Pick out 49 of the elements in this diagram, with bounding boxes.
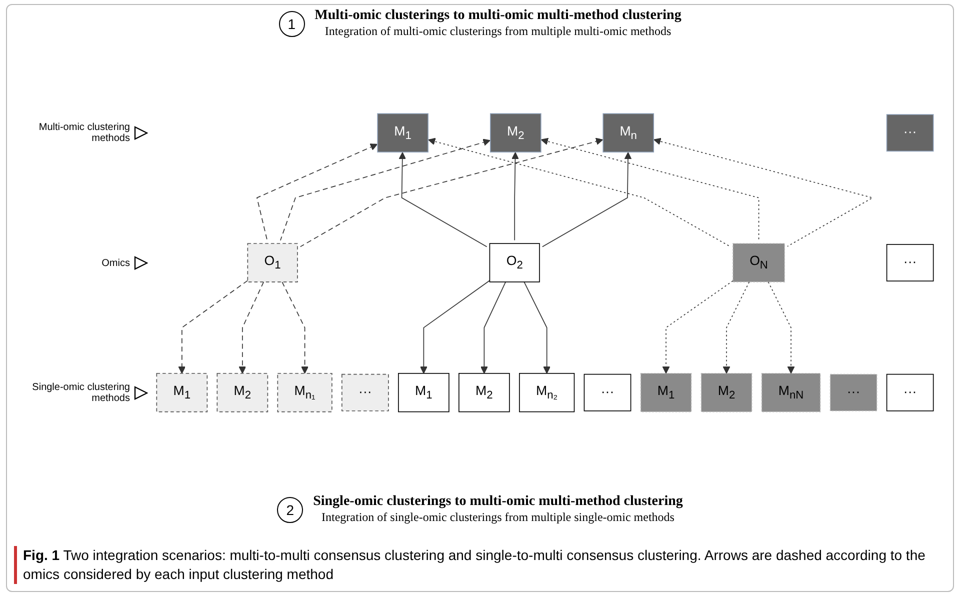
arrow — [722, 282, 750, 374]
clustering-box: M$_{2}$ — [700, 373, 752, 412]
clustering-box: M$_{2}$ — [458, 373, 510, 412]
arrow — [540, 138, 760, 241]
scenario-heading: Single-omic clusterings to multi-omic multi-method clustering — [313, 494, 683, 510]
multi-omic-method-box: ··· — [886, 114, 934, 152]
arrow — [238, 282, 264, 374]
clustering-box: M$_{1}$ — [156, 373, 208, 412]
row-label: Omics — [100, 258, 130, 268]
clustering-box: M$_{nN}$ — [761, 373, 821, 412]
arrow — [768, 282, 795, 374]
clustering-box: ··· — [886, 244, 934, 282]
arrow — [428, 138, 730, 248]
row-label: Multi-omic clustering methods — [38, 122, 130, 144]
arrow — [420, 280, 490, 374]
arrow — [178, 280, 248, 374]
step-number: 1 — [278, 10, 305, 36]
clustering-box: ··· — [341, 374, 389, 412]
clustering-box: ··· — [584, 374, 632, 412]
arrow — [282, 282, 308, 374]
arrow — [300, 138, 604, 248]
multi-omic-method-box: M$_{n}$ — [602, 114, 654, 153]
step-number: 2 — [277, 496, 304, 522]
arrow — [256, 144, 378, 241]
scenario-heading: Multi-omic clusterings to multi-omic multi-method clustering — [314, 8, 682, 24]
clustering-box: M$_{1}$ — [398, 373, 450, 412]
arrow — [524, 282, 550, 374]
arrow — [662, 280, 734, 374]
clustering-box: M$_{1}$ — [640, 373, 692, 412]
scenario-subheading: Integration of multi-omic clusterings from multiple multi-omic methods — [324, 24, 672, 39]
clustering-box: ··· — [830, 374, 878, 412]
clustering-box: M$_{n₁}$ — [277, 373, 332, 412]
arrow — [480, 282, 506, 374]
multi-omic-method-box: M$_{1}$ — [377, 114, 428, 153]
clustering-box: O$_{1}$ — [247, 243, 298, 283]
clustering-box: ··· — [886, 374, 934, 412]
clustering-box: O$_{2}$ — [489, 243, 540, 283]
scenario-subheading: Integration of single-omic clusterings from multiple single-omic methods — [320, 510, 676, 525]
arrow — [542, 152, 632, 248]
clustering-box: O$_{N}$ — [732, 243, 785, 283]
clustering-box: M$_{n₂}$ — [519, 373, 575, 412]
multi-omic-method-box: M$_{2}$ — [490, 114, 542, 153]
row-label: Single-omic clustering methods — [31, 382, 130, 404]
arrow — [398, 152, 488, 248]
clustering-box: M$_{2}$ — [216, 373, 268, 412]
arrow — [280, 139, 490, 242]
arrow — [512, 152, 519, 241]
arrow — [654, 138, 874, 248]
figure-caption: Fig. 1 Two integration scenarios: multi-to-multi consensus clustering and single-to-multi consensus clustering. Arrows are dashed according to the omics considered by each input clustering method — [14, 546, 943, 584]
